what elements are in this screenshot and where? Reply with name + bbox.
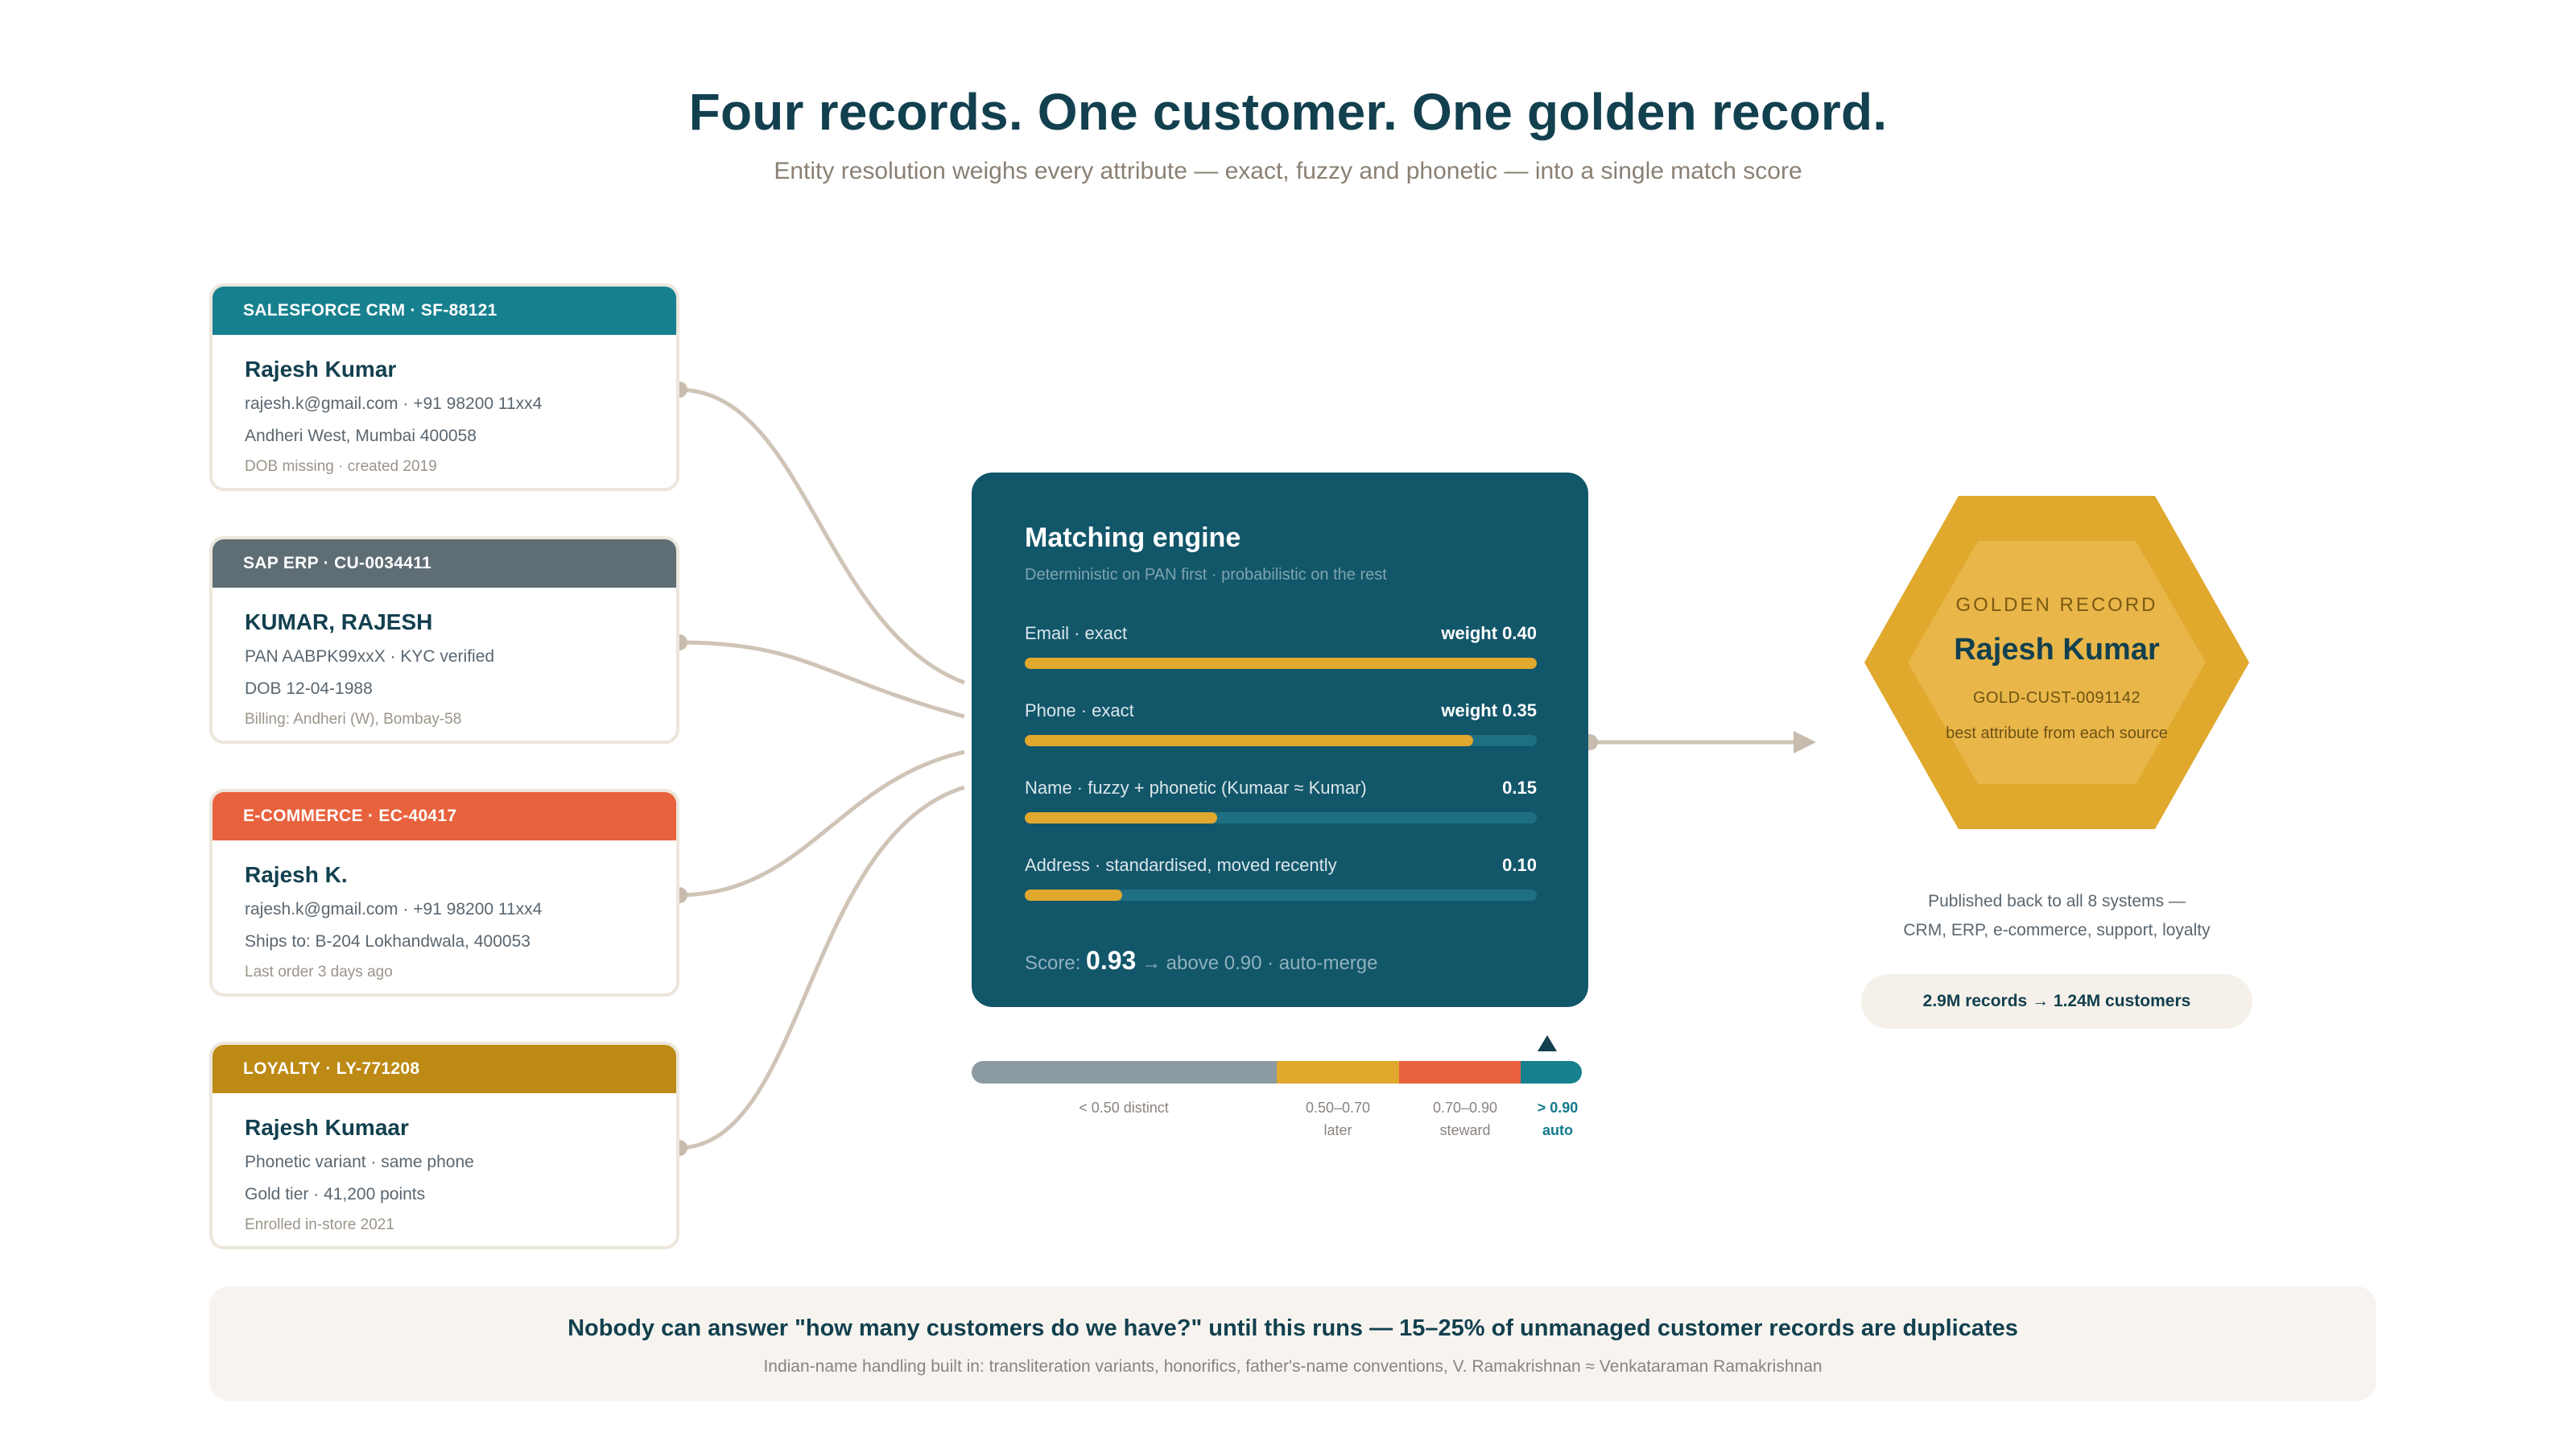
source-card-note: Billing: Andheri (W), Bombay-58 [245,711,462,728]
attribute-row-name: Name · fuzzy + phonetic (Kumaar ≈ Kumar)… [1025,774,1537,824]
source-card-header: LOYALTY · LY-771208 [213,1045,676,1093]
attribute-weight: 0.15 [1502,778,1537,798]
matching-engine-panel: Matching engine Deterministic on PAN fir… [972,473,1588,1007]
attribute-track [1025,890,1537,901]
attribute-track [1025,812,1537,824]
threshold-label-range: 0.50–0.70 [1305,1100,1371,1116]
golden-record-label: GOLDEN RECORD [1955,594,2158,616]
attribute-row-address: Address · standardised, moved recently 0… [1025,851,1537,901]
footer-callout: Nobody can answer "how many customers do… [209,1286,2376,1401]
source-card-header: E-COMMERCE · EC-40417 [213,792,676,840]
golden-record-note: best attribute from each source [1946,724,2168,742]
attribute-fill [1025,890,1122,901]
threshold-label-action: auto [1542,1122,1573,1138]
publish-line-1: Published back to all 8 systems — [1928,892,2186,910]
golden-record-hexagon [1864,496,2249,829]
threshold-segment-later [1277,1061,1399,1084]
source-card-name: Rajesh Kumar [245,357,397,382]
source-card-crm: SALESFORCE CRM · SF-88121 Rajesh Kumar r… [209,283,679,491]
attribute-track [1025,658,1537,669]
threshold-label-action: steward [1439,1122,1491,1138]
attribute-fill [1025,735,1473,746]
threshold-segment-distinct [972,1061,1277,1084]
attribute-weight: weight 0.40 [1441,623,1537,643]
source-card-detail: Ships to: B-204 Lokhandwala, 400053 [245,932,530,951]
attribute-weight: 0.10 [1502,855,1537,875]
source-card-loyalty: LOYALTY · LY-771208 Rajesh Kumaar Phonet… [209,1042,679,1249]
source-card-name: KUMAR, RAJESH [245,609,433,634]
source-card-note: Enrolled in-store 2021 [245,1216,394,1233]
attribute-label: Address · standardised, moved recently [1025,855,1337,875]
arrowhead-icon [1794,731,1816,753]
page-subtitle: Entity resolution weighs every attribute… [774,158,1802,184]
source-card-detail: Andheri West, Mumbai 400058 [245,427,477,445]
attribute-fill [1025,658,1537,669]
threshold-segment-steward [1398,1061,1521,1084]
source-card-name: Rajesh Kumaar [245,1115,409,1140]
attribute-fill [1025,812,1217,824]
source-card-detail: DOB 12-04-1988 [245,679,373,698]
engine-subtitle: Deterministic on PAN first · probabilist… [1025,566,1387,584]
attribute-label: Phone · exact [1025,700,1134,720]
threshold-label-range: < 0.50 distinct [1079,1100,1169,1116]
threshold-marker-icon [1538,1035,1557,1051]
attribute-row-email: Email · exact weight 0.40 [1025,619,1537,669]
records-stat-badge: 2.9M records → 1.24M customers [1861,974,2252,1029]
threshold-label-range: > 0.90 [1537,1100,1579,1116]
source-card-note: DOB missing · created 2019 [245,458,437,475]
source-card-contact: PAN AABPK99xxX · KYC verified [245,647,495,666]
golden-record-id: GOLD-CUST-0091142 [1972,689,2141,707]
score-suffix: → above 0.90 · auto-merge [1141,952,1378,974]
source-card-contact: rajesh.k@gmail.com · +91 98200 11xx4 [245,394,543,413]
attribute-weight: weight 0.35 [1441,700,1537,720]
threshold-label-action: later [1323,1122,1352,1138]
connector-crm [677,387,965,685]
connector-loyalty [677,785,965,1150]
source-card-name: Rajesh K. [245,862,348,887]
attribute-row-phone: Phone · exact weight 0.35 [1025,696,1537,746]
threshold-label-steward: 0.70–0.90 steward [1401,1096,1530,1141]
publish-note: Published back to all 8 systems — CRM, E… [1861,887,2252,945]
threshold-label-distinct: < 0.50 distinct [1043,1096,1204,1119]
source-card-note: Last order 3 days ago [245,964,393,980]
threshold-label-auto: > 0.90 auto [1509,1096,1606,1141]
threshold-label-later: 0.50–0.70 later [1274,1096,1402,1141]
source-card-header: SALESFORCE CRM · SF-88121 [213,287,676,335]
publish-line-2: CRM, ERP, e-commerce, support, loyalty [1903,921,2211,939]
attribute-label: Email · exact [1025,623,1128,643]
score-prefix: Score: [1025,952,1081,974]
threshold-label-range: 0.70–0.90 [1432,1100,1498,1116]
golden-record-name: Rajesh Kumar [1954,633,2160,667]
source-card-header: SAP ERP · CU-0034411 [213,539,676,588]
attribute-track [1025,735,1537,746]
match-score: Score: 0.93 → above 0.90 · auto-merge [1025,946,1378,976]
golden-hexagon-inner [1908,541,2206,784]
connector-ecommerce [677,749,965,898]
source-card-contact: Phonetic variant · same phone [245,1153,474,1171]
threshold-segment-auto [1521,1061,1582,1084]
source-card-erp: SAP ERP · CU-0034411 KUMAR, RAJESH PAN A… [209,536,679,744]
engine-title: Matching engine [1025,522,1241,553]
source-card-detail: Gold tier · 41,200 points [245,1185,426,1203]
page-title: Four records. One customer. One golden r… [688,83,1888,141]
connector-erp [677,640,965,719]
footer-subline: Indian-name handling built in: translite… [763,1357,1823,1376]
score-value: 0.93 [1086,946,1137,975]
source-card-ecommerce: E-COMMERCE · EC-40417 Rajesh K. rajesh.k… [209,789,679,997]
source-card-contact: rajesh.k@gmail.com · +91 98200 11xx4 [245,900,543,919]
attribute-label: Name · fuzzy + phonetic (Kumaar ≈ Kumar) [1025,778,1367,798]
footer-headline: Nobody can answer "how many customers do… [568,1315,2018,1341]
threshold-bar [972,1061,1582,1084]
